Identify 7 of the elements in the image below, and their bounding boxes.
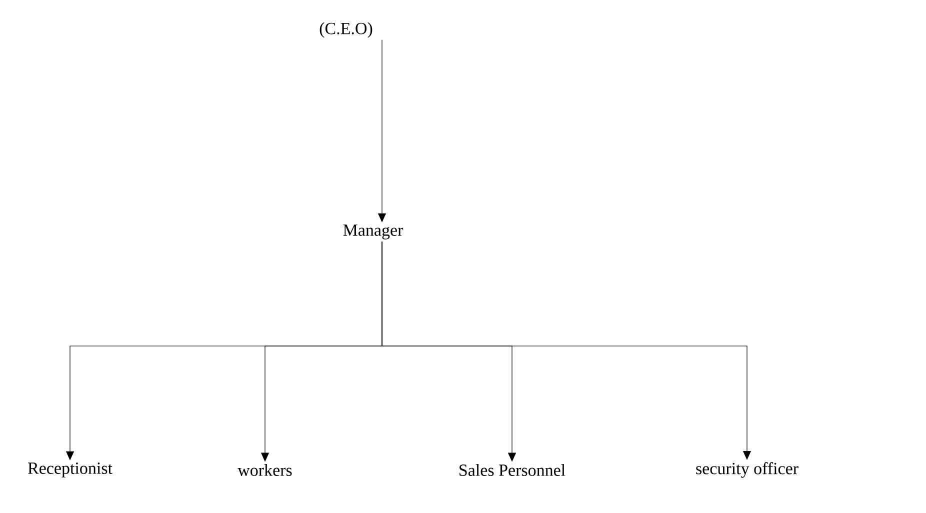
org-label: security officer <box>696 462 798 478</box>
arrow <box>382 241 752 460</box>
org-label: workers <box>238 464 292 476</box>
org-label: Sales Personnel <box>460 464 566 476</box>
org-label: Receptionist <box>28 462 112 478</box>
org-label: (C.E.O) <box>320 22 372 38</box>
org-label: Manager <box>343 224 404 240</box>
